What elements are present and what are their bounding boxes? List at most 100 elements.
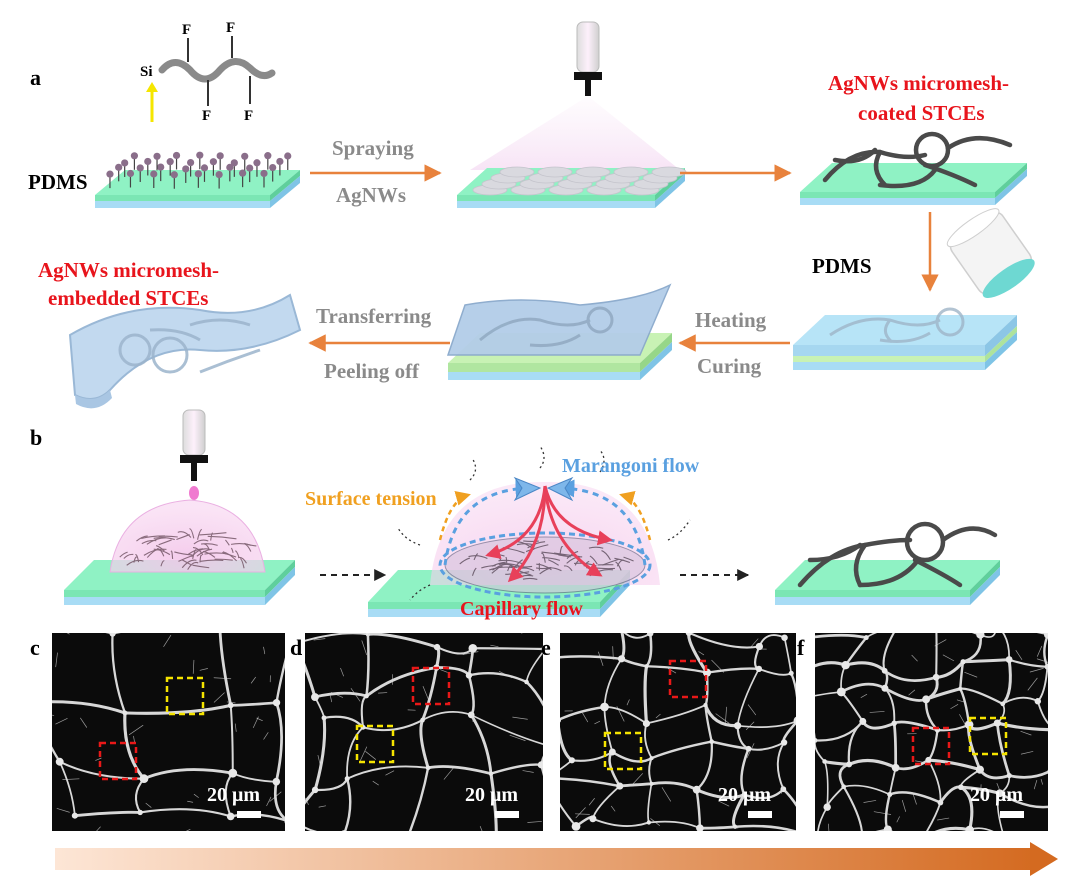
substrate-droplet-stage1 bbox=[64, 499, 295, 605]
silane-pin bbox=[264, 152, 272, 170]
droplet bbox=[499, 166, 535, 178]
label-capillary-flow: Capillary flow bbox=[460, 598, 583, 620]
zoom-region-box bbox=[98, 741, 138, 781]
zoom-region-box bbox=[968, 716, 1008, 756]
zoom-region-box bbox=[355, 724, 395, 764]
micrograph-panel: 20 μm bbox=[560, 633, 796, 831]
silane-pin bbox=[121, 159, 129, 177]
label-peeling-off: Peeling off bbox=[324, 359, 420, 383]
droplet bbox=[613, 166, 649, 178]
pdms-label: PDMS bbox=[28, 170, 88, 194]
silane-pin bbox=[196, 151, 204, 170]
label-agnws: AgNWs bbox=[336, 183, 406, 207]
fluorine-atom: F bbox=[182, 22, 191, 38]
embedded-title-line1: AgNWs micromesh- bbox=[38, 258, 219, 282]
silane-pin bbox=[226, 163, 234, 182]
silane-pin bbox=[230, 159, 238, 177]
silane-pin bbox=[172, 151, 181, 170]
silane-pin bbox=[200, 164, 209, 182]
beaker-icon bbox=[946, 208, 1035, 299]
scale-bar bbox=[495, 811, 519, 818]
silane-pin bbox=[153, 152, 161, 171]
silane-pin bbox=[136, 164, 144, 182]
zoom-region-box bbox=[911, 726, 951, 766]
panel-letter-d: d bbox=[290, 635, 302, 660]
zoom-region-box bbox=[411, 666, 451, 706]
sprayed-droplets bbox=[472, 166, 687, 196]
panel-letter-e: e bbox=[541, 635, 551, 660]
silane-pin bbox=[216, 152, 224, 170]
silane-pin bbox=[126, 169, 135, 188]
silane-pin bbox=[241, 152, 249, 171]
micrograph-panel: 20 μm bbox=[815, 633, 1048, 831]
silane-pin bbox=[260, 169, 268, 188]
silane-pin bbox=[253, 159, 261, 177]
silane-pin bbox=[284, 152, 292, 170]
label-surface-tension: Surface tension bbox=[305, 488, 437, 510]
silane-pin bbox=[166, 158, 174, 176]
silane-pin bbox=[215, 170, 223, 189]
silicon-atom: Si bbox=[140, 64, 153, 80]
scale-bar bbox=[237, 811, 261, 818]
zoom-region-box bbox=[668, 659, 708, 699]
scale-bar-label: 20 μm bbox=[970, 784, 1023, 806]
micrograph-row: 20 μm 20 μm 20 μm 20 μm bbox=[52, 633, 1048, 831]
silane-pin bbox=[150, 170, 158, 189]
micrograph-panel: 20 μm bbox=[305, 633, 543, 831]
silane-pin bbox=[246, 164, 254, 183]
nanowire-network bbox=[560, 633, 796, 831]
silane-pin bbox=[209, 158, 218, 176]
panel-letter-a: a bbox=[30, 65, 41, 90]
drop-nozzle-icon bbox=[180, 409, 208, 500]
scale-bar-label: 20 μm bbox=[465, 784, 518, 806]
panel-letter-c: c bbox=[30, 635, 40, 660]
silane-molecules bbox=[106, 151, 292, 189]
substrate-droplet-stage2 bbox=[368, 445, 691, 617]
flexible-embedded-film bbox=[68, 293, 302, 409]
panel-letter-f: f bbox=[797, 635, 805, 660]
silane-pin bbox=[194, 170, 202, 188]
silane-pin bbox=[115, 163, 123, 182]
scale-bar-label: 20 μm bbox=[718, 784, 771, 806]
zoom-region-box bbox=[165, 676, 205, 716]
substrate-peeling-film bbox=[446, 283, 672, 380]
trend-arrow bbox=[55, 842, 1058, 876]
scale-bar-label: 20 μm bbox=[207, 784, 260, 806]
silane-pin bbox=[239, 169, 247, 188]
scale-bar bbox=[748, 811, 772, 818]
substrate-silanized-pdms bbox=[95, 170, 300, 208]
spray-nozzle-icon bbox=[470, 21, 680, 170]
fluorine-atom: F bbox=[202, 108, 211, 124]
panel-letter-b: b bbox=[30, 425, 42, 450]
coated-title-line2: coated STCEs bbox=[858, 101, 985, 125]
silane-pin bbox=[130, 152, 139, 170]
silane-pin bbox=[269, 163, 277, 182]
droplet bbox=[537, 166, 573, 178]
label-marangoni-flow: Marangoni flow bbox=[562, 455, 700, 477]
fluorine-atom: F bbox=[244, 108, 253, 124]
silane-pin bbox=[170, 171, 178, 189]
label-curing: Curing bbox=[697, 354, 762, 378]
droplet bbox=[575, 166, 611, 178]
substrate-pdms-poured bbox=[793, 307, 1017, 370]
substrate-final-mesh bbox=[775, 521, 1000, 605]
pdms-pour-label: PDMS bbox=[812, 254, 872, 278]
coated-title-line1: AgNWs micromesh- bbox=[828, 71, 1009, 95]
silane-pin bbox=[144, 157, 152, 176]
nanowire-network bbox=[815, 633, 1048, 831]
silane-pin bbox=[182, 165, 190, 183]
silane-pin bbox=[276, 157, 284, 176]
micrograph-panel: 20 μm bbox=[52, 633, 285, 831]
label-spraying: Spraying bbox=[332, 136, 414, 160]
scale-bar bbox=[1000, 811, 1024, 818]
silane-pin bbox=[106, 170, 114, 189]
silane-pin bbox=[157, 163, 165, 182]
embedded-title-line2: embedded STCEs bbox=[48, 286, 208, 310]
label-heating: Heating bbox=[695, 308, 767, 332]
silane-pin bbox=[187, 158, 195, 177]
fluoropolymer-chain: F F F F Si bbox=[140, 20, 276, 124]
fluorine-atom: F bbox=[226, 20, 235, 36]
label-transferring: Transferring bbox=[316, 304, 432, 328]
zoom-region-box bbox=[603, 731, 643, 771]
